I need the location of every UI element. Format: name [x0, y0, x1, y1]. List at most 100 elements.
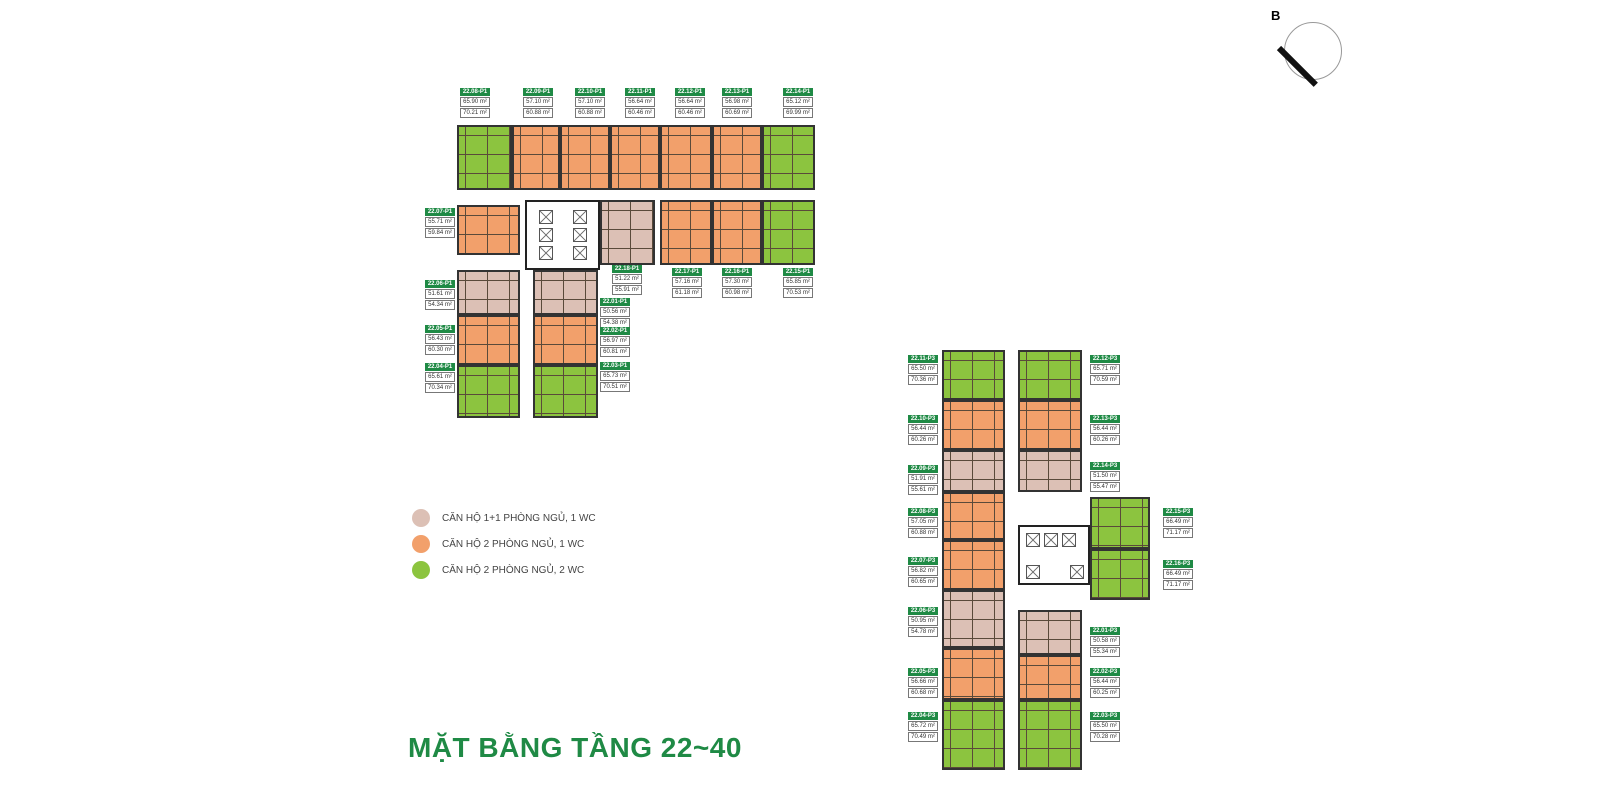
unit-code: 22.12-P3	[1090, 355, 1120, 363]
unit-area: 65.71 m²	[1090, 364, 1120, 374]
apartment-unit[interactable]	[942, 590, 1005, 648]
unit-code: 22.05-P3	[908, 668, 938, 676]
legend-item: CĂN HỘ 2 PHÒNG NGỦ, 1 WC	[412, 531, 596, 557]
unit-area: 56.97 m²	[600, 336, 630, 346]
unit-area: 65.90 m²	[460, 97, 490, 107]
unit-code: 22.04-P3	[908, 712, 938, 720]
unit-area: 65.72 m²	[908, 721, 938, 731]
unit-area: 51.22 m²	[612, 274, 642, 284]
apartment-unit[interactable]	[942, 400, 1005, 450]
unit-area: 60.68 m²	[908, 688, 938, 698]
apartment-unit[interactable]	[457, 270, 520, 315]
unit-area: 50.95 m²	[908, 616, 938, 626]
unit-area: 51.61 m²	[425, 289, 455, 299]
unit-area: 60.88 m²	[575, 108, 605, 118]
unit-area: 57.16 m²	[672, 277, 702, 287]
elevator-icon	[573, 210, 587, 224]
unit-area: 55.47 m²	[1090, 482, 1120, 492]
unit-area: 56.66 m²	[908, 677, 938, 687]
apartment-unit[interactable]	[1018, 655, 1082, 700]
unit-area: 56.43 m²	[425, 334, 455, 344]
unit-code: 22.08-P3	[908, 508, 938, 516]
apartment-unit[interactable]	[560, 125, 610, 190]
apartment-unit[interactable]	[1018, 400, 1082, 450]
elevator-icon	[539, 210, 553, 224]
unit-code: 22.15-P1	[783, 268, 813, 276]
elevator-icon	[1062, 533, 1076, 547]
unit-code: 22.07-P1	[425, 208, 455, 216]
apartment-unit[interactable]	[600, 200, 655, 265]
unit-code: 22.04-P1	[425, 363, 455, 371]
apartment-unit[interactable]	[1090, 497, 1150, 549]
page-title: MẶT BẰNG TẦNG 22~40	[408, 732, 742, 763]
apartment-unit[interactable]	[457, 365, 520, 418]
unit-area: 66.49 m²	[1163, 569, 1193, 579]
unit-code: 22.12-P1	[675, 88, 705, 96]
unit-area: 51.91 m²	[908, 474, 938, 484]
legend-item: CĂN HỘ 1+1 PHÒNG NGỦ, 1 WC	[412, 505, 596, 531]
elevator-icon	[573, 246, 587, 260]
unit-code: 22.14-P1	[783, 88, 813, 96]
apartment-unit[interactable]	[942, 540, 1005, 590]
apartment-unit[interactable]	[1018, 450, 1082, 492]
apartment-unit[interactable]	[1018, 350, 1082, 400]
unit-code: 22.11-P3	[908, 355, 938, 363]
unit-area: 56.64 m²	[675, 97, 705, 107]
apartment-unit[interactable]	[533, 365, 598, 418]
core-p1	[525, 200, 600, 270]
apartment-unit[interactable]	[457, 315, 520, 365]
elevator-icon	[1070, 565, 1084, 579]
unit-code: 22.10-P1	[575, 88, 605, 96]
apartment-unit[interactable]	[942, 350, 1005, 400]
apartment-unit[interactable]	[660, 125, 712, 190]
apartment-unit[interactable]	[1018, 700, 1082, 770]
unit-area: 60.81 m²	[600, 347, 630, 357]
apartment-unit[interactable]	[512, 125, 560, 190]
apartment-unit[interactable]	[610, 125, 660, 190]
unit-code: 22.02-P3	[1090, 668, 1120, 676]
apartment-unit[interactable]	[1090, 549, 1150, 600]
apartment-unit[interactable]	[942, 450, 1005, 492]
apartment-unit[interactable]	[712, 125, 762, 190]
legend: CĂN HỘ 1+1 PHÒNG NGỦ, 1 WC CĂN HỘ 2 PHÒN…	[412, 505, 596, 583]
unit-area: 54.78 m²	[908, 627, 938, 637]
unit-code: 22.02-P1	[600, 327, 630, 335]
unit-area: 70.21 m²	[460, 108, 490, 118]
apartment-unit[interactable]	[942, 700, 1005, 770]
unit-code: 22.06-P1	[425, 280, 455, 288]
unit-code: 22.08-P1	[460, 88, 490, 96]
apartment-unit[interactable]	[660, 200, 712, 265]
unit-area: 60.69 m²	[722, 108, 752, 118]
apartment-unit[interactable]	[942, 648, 1005, 700]
unit-area: 57.10 m²	[575, 97, 605, 107]
apartment-unit[interactable]	[1018, 610, 1082, 655]
apartment-unit[interactable]	[762, 125, 815, 190]
apartment-unit[interactable]	[533, 270, 598, 315]
legend-swatch-1	[412, 509, 430, 527]
unit-area: 54.34 m²	[425, 300, 455, 310]
apartment-unit[interactable]	[712, 200, 762, 265]
apartment-unit[interactable]	[762, 200, 815, 265]
unit-code: 22.13-P1	[722, 88, 752, 96]
unit-area: 65.12 m²	[783, 97, 813, 107]
apartment-unit[interactable]	[457, 125, 512, 190]
apartment-unit[interactable]	[533, 315, 598, 365]
unit-area: 51.50 m²	[1090, 471, 1120, 481]
apartment-unit[interactable]	[942, 492, 1005, 540]
unit-area: 59.84 m²	[425, 228, 455, 238]
unit-code: 22.01-P1	[600, 298, 630, 306]
unit-code: 22.18-P1	[612, 265, 642, 273]
apartment-unit[interactable]	[457, 205, 520, 255]
unit-code: 22.06-P3	[908, 607, 938, 615]
unit-area: 57.05 m²	[908, 517, 938, 527]
unit-area: 57.30 m²	[722, 277, 752, 287]
